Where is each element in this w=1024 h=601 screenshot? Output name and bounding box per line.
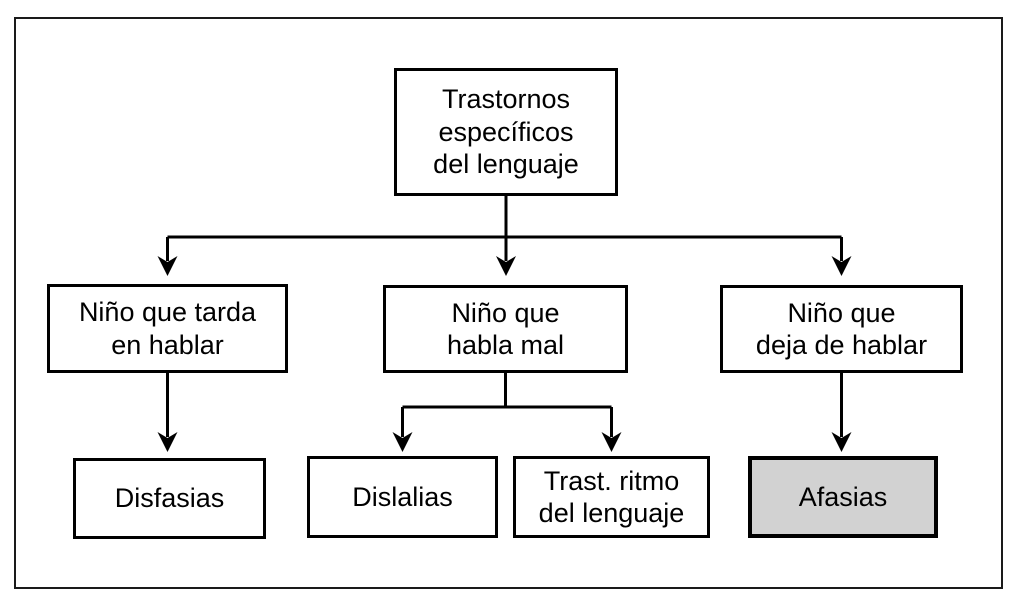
node-nino-deja-de-hablar: Niño que deja de hablar [720,285,963,373]
node-trastornos-especificos: Trastornos específicos del lenguaje [394,68,618,196]
node-label: Niño que deja de hablar [755,297,928,360]
node-label: Niño que habla mal [446,297,565,360]
node-trast-ritmo-del-lenguaje: Trast. ritmo del lenguaje [513,456,710,538]
node-label: Trastornos específicos del lenguaje [433,84,579,180]
node-label: Disfasias [114,483,225,514]
node-afasias: Afasias [748,456,938,538]
node-label: Afasias [798,481,888,512]
node-disfasias: Disfasias [73,458,266,539]
node-nino-tarda-en-hablar: Niño que tarda en hablar [47,284,288,373]
node-label: Dislalias [352,481,453,512]
node-label: Niño que tarda en hablar [78,297,257,360]
node-nino-habla-mal: Niño que habla mal [383,285,628,373]
node-dislalias: Dislalias [307,456,498,538]
node-label: Trast. ritmo del lenguaje [538,465,685,528]
